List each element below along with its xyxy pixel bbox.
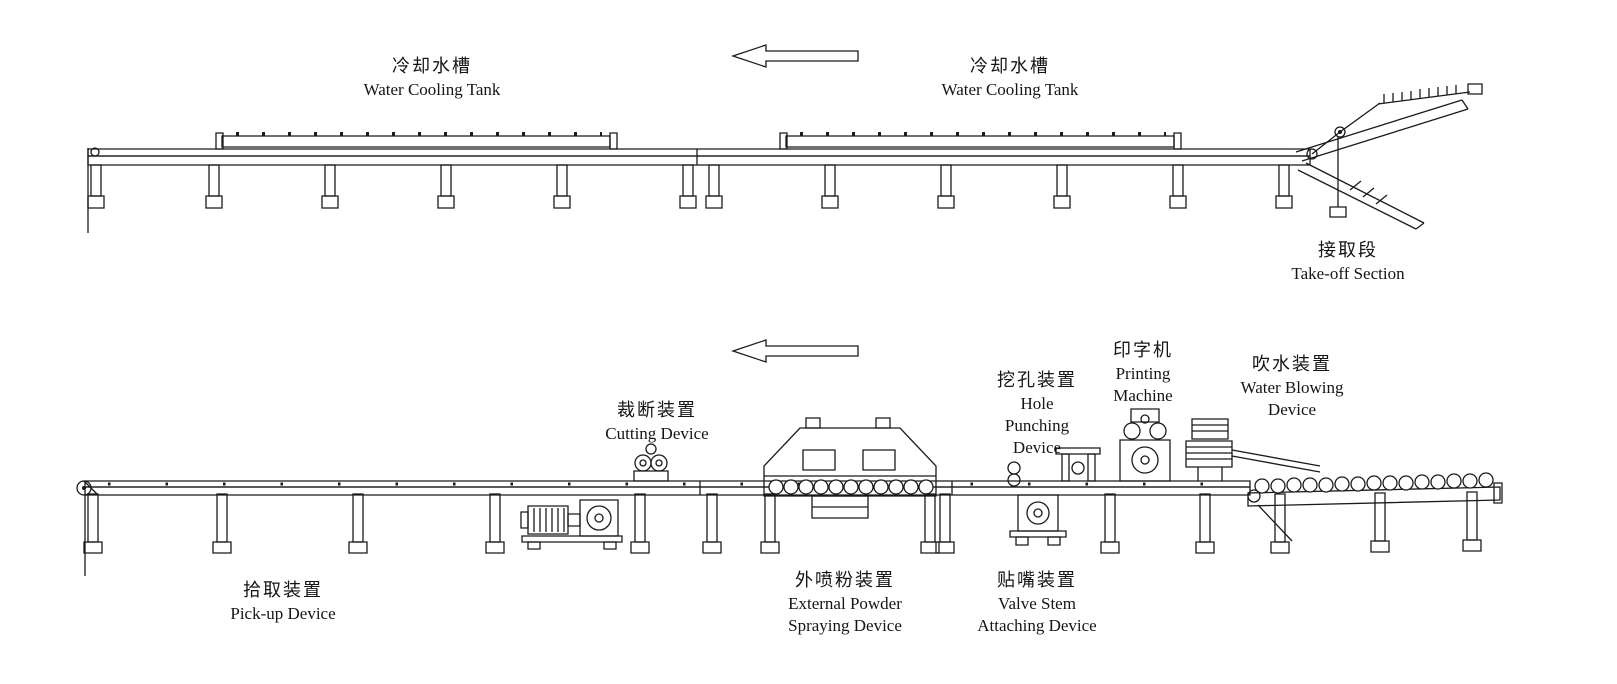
- label-water-cooling-tank-left-zh: 冷却水槽: [391, 56, 472, 76]
- label-water-cooling-tank-right-en: Water Cooling Tank: [941, 80, 1079, 99]
- label-take-off-section-en: Take-off Section: [1291, 264, 1405, 283]
- label-pick-up-device-zh: 拾取装置: [243, 580, 323, 600]
- take-off-section-drawing: [1296, 84, 1482, 229]
- label-water-cooling-tank-left-en: Water Cooling Tank: [363, 80, 501, 99]
- cutting-device-drawing: [634, 444, 668, 481]
- label-water-blowing-device-en2: Device: [1267, 400, 1317, 419]
- label-cutting-device: 裁断装置 Cutting Device: [605, 398, 708, 445]
- label-printing-machine-zh: 印字机: [1113, 340, 1173, 360]
- label-printing-machine-en1: Printing: [1115, 364, 1171, 383]
- label-cutting-device-en: Cutting Device: [605, 424, 709, 443]
- label-cutting-device-zh: 裁断装置: [617, 400, 697, 420]
- flow-arrow-top-icon: [733, 45, 858, 67]
- printing-machine-drawing: [1120, 409, 1170, 481]
- drive-motor-drawing: [521, 500, 622, 549]
- label-water-cooling-tank-right-zh: 冷却水槽: [969, 56, 1050, 76]
- water-blowing-device-drawing: [1186, 419, 1320, 481]
- label-hole-punching-device: 挖孔装置 Hole Punching Device: [997, 368, 1077, 459]
- valve-stem-attaching-device-drawing: [1010, 495, 1066, 545]
- label-hole-punching-device-en1: Hole: [1020, 394, 1054, 413]
- label-take-off-section-zh: 接取段: [1318, 240, 1378, 260]
- label-external-powder-spraying-device-en2: Spraying Device: [788, 616, 902, 635]
- hole-punching-device-drawing: [1008, 448, 1100, 486]
- label-water-cooling-tank-right: 冷却水槽 Water Cooling Tank: [942, 54, 1079, 101]
- take-up-conveyor-drawing: [1248, 472, 1502, 554]
- label-hole-punching-device-zh: 挖孔装置: [997, 370, 1077, 390]
- label-pick-up-device: 拾取装置 Pick-up Device: [230, 578, 335, 625]
- label-valve-stem-attaching-device-en2: Attaching Device: [977, 616, 1097, 635]
- label-external-powder-spraying-device-en1: External Powder: [788, 594, 902, 613]
- label-hole-punching-device-en3: Device: [1012, 438, 1062, 457]
- label-external-powder-spraying-device: 外喷粉装置 External Powder Spraying Device: [788, 568, 902, 637]
- label-external-powder-spraying-device-zh: 外喷粉装置: [795, 570, 895, 590]
- label-valve-stem-attaching-device-en1: Valve Stem: [998, 594, 1076, 613]
- flow-arrow-bottom-icon: [733, 340, 858, 362]
- conveyor-deck-drawing: [77, 481, 1250, 576]
- label-water-blowing-device-zh: 吹水装置: [1251, 354, 1332, 374]
- label-water-blowing-device-en1: Water Blowing: [1240, 378, 1344, 397]
- label-printing-machine: 印字机 Printing Machine: [1113, 338, 1173, 407]
- label-printing-machine-en2: Machine: [1113, 386, 1173, 405]
- label-hole-punching-device-en2: Punching: [1004, 416, 1070, 435]
- water-cooling-tank-drawing: [87, 133, 1310, 233]
- powder-spraying-hood-drawing: [760, 418, 940, 554]
- label-take-off-section: 接取段 Take-off Section: [1291, 238, 1404, 285]
- label-valve-stem-attaching-device-zh: 贴嘴装置: [997, 570, 1077, 590]
- label-valve-stem-attaching-device: 贴嘴装置 Valve Stem Attaching Device: [977, 568, 1096, 637]
- label-water-cooling-tank-left: 冷却水槽 Water Cooling Tank: [364, 54, 501, 101]
- label-pick-up-device-en: Pick-up Device: [230, 604, 336, 623]
- label-water-blowing-device: 吹水装置 Water Blowing Device: [1241, 352, 1344, 421]
